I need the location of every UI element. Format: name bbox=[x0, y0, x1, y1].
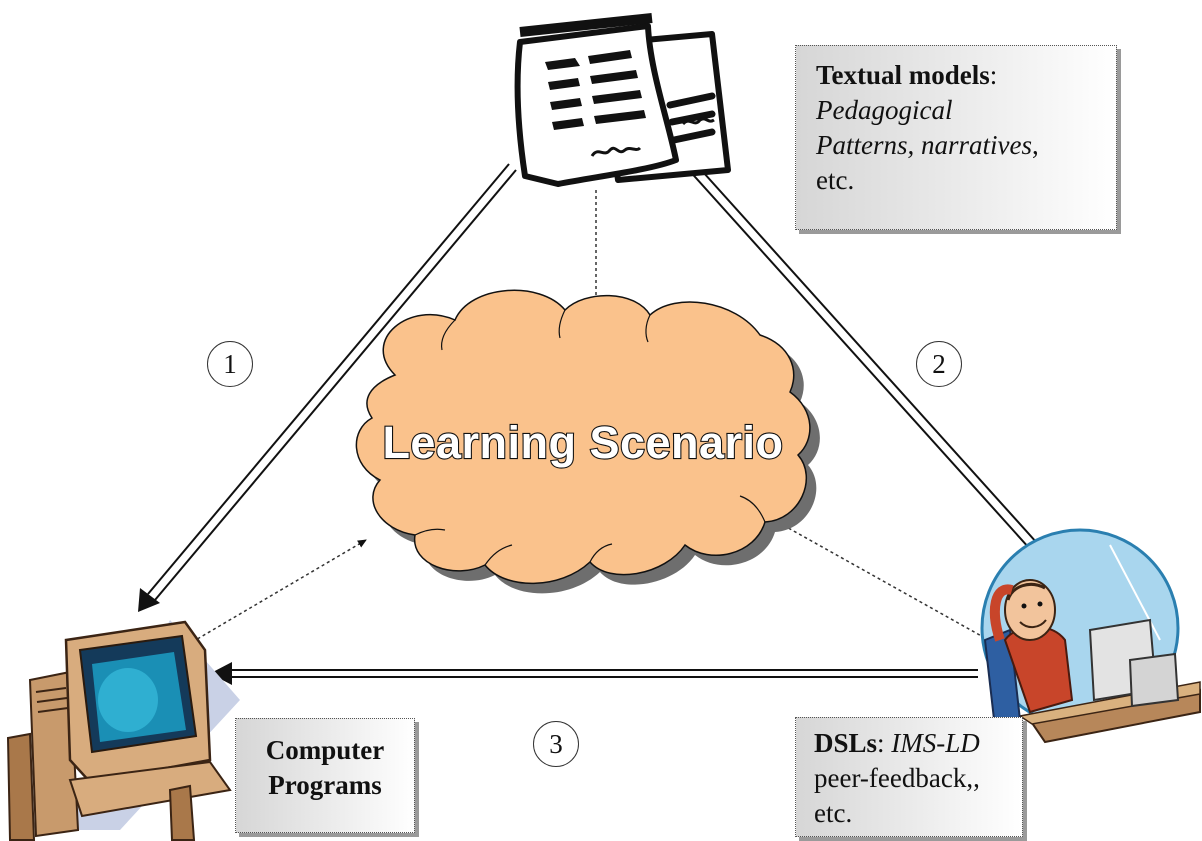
textual-models-line3: etc. bbox=[816, 165, 855, 195]
textual-models-line1: Pedagogical bbox=[816, 95, 953, 125]
textual-models-line2: Patterns, narratives bbox=[816, 130, 1032, 160]
designer-icon bbox=[980, 528, 1201, 744]
cloud-label: Learning Scenario bbox=[382, 417, 783, 468]
dotted-arrow-computer-to-cloud bbox=[181, 539, 367, 649]
documents-icon bbox=[514, 13, 731, 187]
dsls-line3: etc. bbox=[814, 798, 853, 828]
computer-programs-line2: Programs bbox=[268, 770, 382, 800]
dsls-line2: peer-feedback,, bbox=[814, 763, 980, 793]
step-1-label: 1 bbox=[207, 341, 253, 387]
dsls-colon: : bbox=[877, 728, 892, 758]
computer-programs-box: Computer Programs bbox=[235, 718, 415, 833]
computer-programs-line1: Computer bbox=[265, 735, 385, 765]
computer-icon bbox=[6, 620, 240, 841]
dotted-arrow-designer-to-cloud bbox=[773, 519, 986, 639]
arrow-3-designer-to-computer bbox=[210, 662, 978, 685]
step-2-label: 2 bbox=[916, 341, 962, 387]
arrow-1-documents-to-computer bbox=[138, 163, 517, 612]
textual-models-title: Textual models bbox=[816, 60, 990, 90]
dsls-title: DSLs bbox=[814, 728, 878, 758]
textual-models-box: Textual models: Pedagogical Patterns, na… bbox=[795, 45, 1117, 230]
textual-models-comma: , bbox=[1032, 130, 1039, 160]
textual-models-colon: : bbox=[989, 60, 998, 90]
dsls-box: DSLs: IMS-LD peer-feedback,, etc. bbox=[795, 717, 1023, 837]
dsls-imsld: IMS-LD bbox=[891, 728, 980, 758]
learning-scenario-cloud: Learning Scenario bbox=[355, 289, 820, 594]
step-3-label: 3 bbox=[533, 721, 579, 767]
